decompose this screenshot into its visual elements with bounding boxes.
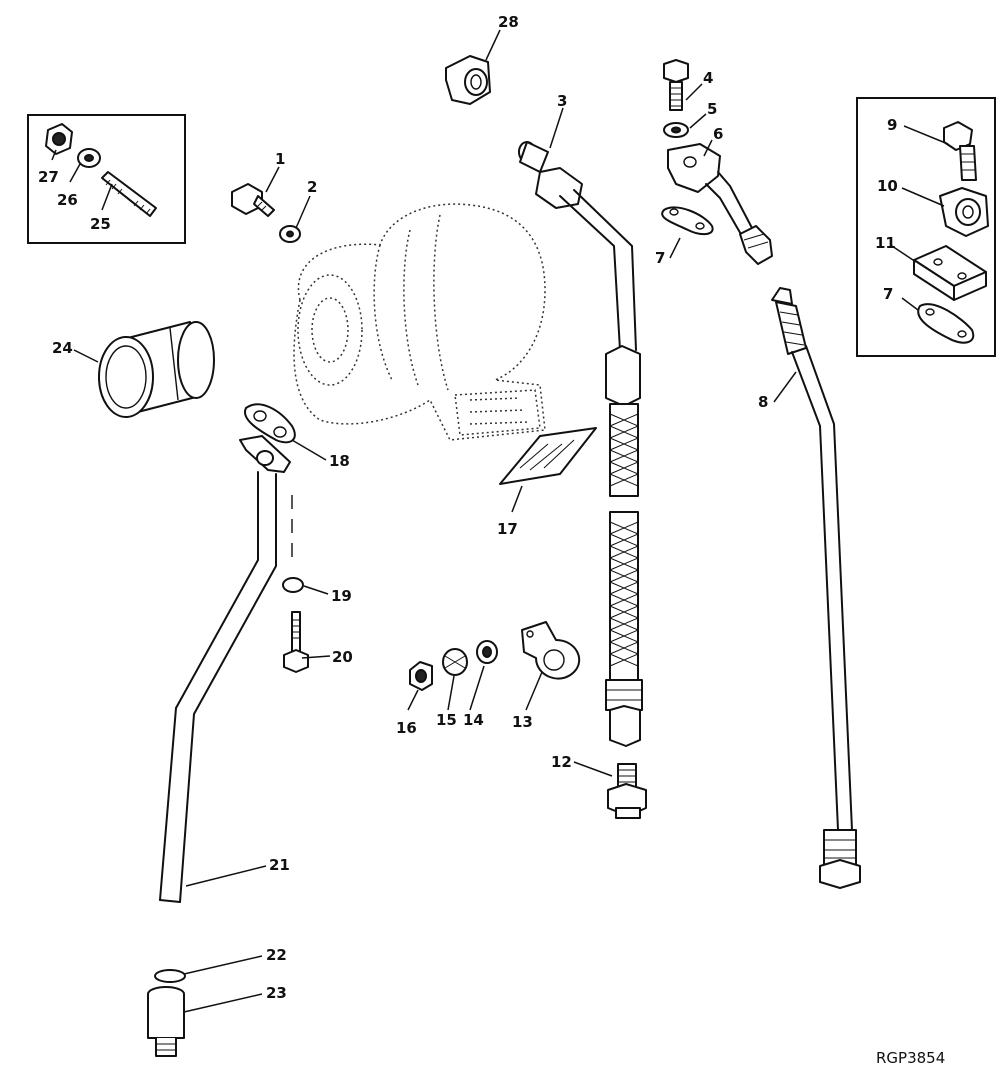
detail-box-elbow-kit (856, 97, 996, 357)
callout-2: 2 (307, 178, 317, 196)
callout-26: 26 (57, 191, 78, 209)
part-25-stud (101, 171, 157, 217)
callout-9: 9 (887, 116, 897, 134)
callout-19: 19 (331, 587, 352, 605)
callout-labels: 1 2 3 4 5 6 7 7 8 9 10 11 12 13 14 15 16… (38, 13, 945, 1067)
part-3-oil-supply-line (518, 141, 637, 351)
part-9-cap-screw (943, 121, 977, 181)
part-1-cap-screw (231, 183, 275, 217)
callout-24: 24 (52, 339, 73, 357)
part-8-oil-line (771, 287, 861, 889)
callout-12: 12 (551, 753, 572, 771)
callout-28: 28 (498, 13, 519, 31)
callout-8: 8 (758, 393, 768, 411)
callout-18: 18 (329, 452, 350, 470)
callout-3: 3 (557, 92, 567, 110)
callout-17: 17 (497, 520, 518, 538)
callout-7a: 7 (655, 249, 665, 267)
part-23-connector (147, 986, 185, 1057)
callout-14: 14 (463, 711, 484, 729)
part-18-gasket (244, 403, 296, 444)
part-13-clamp (521, 621, 581, 680)
callout-10: 10 (877, 177, 898, 195)
part-6-flange-fitting (667, 143, 773, 265)
callout-6: 6 (713, 125, 723, 143)
callout-13: 13 (512, 713, 533, 731)
part-7-gasket-upper (661, 206, 714, 236)
callout-15: 15 (436, 711, 457, 729)
part-14-washer (476, 640, 498, 664)
part-22-o-ring (154, 969, 186, 983)
part-2-washer (279, 225, 301, 243)
part-24-sleeve (98, 321, 215, 418)
callout-25: 25 (90, 215, 111, 233)
callout-11: 11 (875, 234, 896, 252)
callout-4: 4 (703, 69, 713, 87)
leader-lines (51, 29, 949, 1013)
callout-22: 22 (266, 946, 287, 964)
callout-20: 20 (332, 648, 353, 666)
part-5-washer (663, 122, 689, 138)
turbocharger-outline (293, 203, 546, 441)
part-19-lock-washer (282, 495, 304, 593)
callout-7b: 7 (883, 285, 893, 303)
detail-box-stud-kit (27, 114, 186, 244)
part-26-washer (77, 148, 101, 168)
part-7-gasket-box (917, 303, 975, 344)
part-27-nut (45, 123, 73, 155)
part-12-fitting (607, 763, 647, 819)
callout-23: 23 (266, 984, 287, 1002)
part-16-nut (409, 661, 433, 691)
callout-5: 5 (707, 100, 717, 118)
part-20-cap-screw (283, 611, 309, 673)
part-17-gasket (499, 427, 597, 485)
part-15-lock-washer (442, 648, 468, 676)
part-4-cap-screw (663, 59, 689, 111)
part-10-elbow (939, 187, 989, 237)
part-11-block (913, 245, 987, 301)
callout-27: 27 (38, 168, 59, 186)
part-21-oil-return-pipe (159, 435, 291, 903)
callout-21: 21 (269, 856, 290, 874)
figure-reference: RGP3854 (876, 1049, 945, 1067)
part-3-flex-hose (605, 345, 643, 747)
callout-16: 16 (396, 719, 417, 737)
callout-1: 1 (275, 150, 285, 168)
part-28-elbow-fitting (445, 55, 491, 105)
